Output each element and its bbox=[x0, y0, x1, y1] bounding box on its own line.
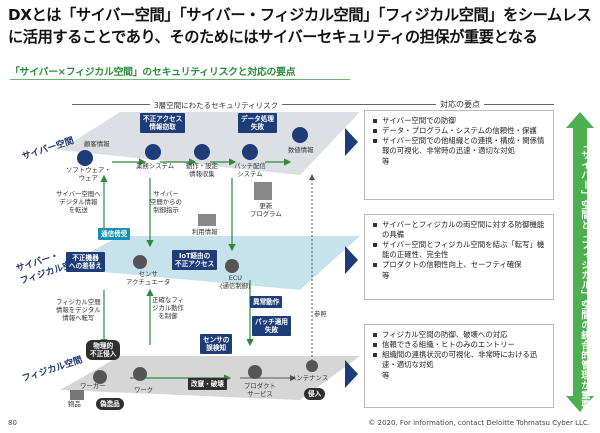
page-number: 80 bbox=[8, 419, 17, 427]
diagram-title: 3層空間にわたるセキュリティリスク bbox=[106, 100, 326, 111]
node-data-info: 数値情報 bbox=[288, 146, 314, 154]
node-work: ワーク bbox=[134, 386, 154, 394]
node-ecu: ECU (通信制御) bbox=[220, 274, 251, 290]
threat-comm-spoof: 通信傍受 bbox=[98, 228, 131, 240]
copyright: © 2020. For information, contact Deloitt… bbox=[368, 419, 590, 427]
flow-cyber-control: サイバー 空間からの 制御指示 bbox=[150, 190, 182, 214]
threat-sensor-miss: センサの 誤検知 bbox=[200, 334, 233, 354]
measures-box-cyber: サイバー空間での防御 データ・プログラム・システムの信頼性・保護 サイバー空間で… bbox=[364, 110, 554, 200]
flow-reference: 参照 bbox=[314, 310, 327, 318]
node-business-system: 業務システム bbox=[136, 162, 175, 170]
measure-item: サイバー空間での他組織との連携・構成・関係情報の可視化、非常時の迅速・適切な対処 bbox=[373, 136, 547, 156]
measure-item: プロダクトの信頼性向上、セーフティ確保 bbox=[373, 260, 547, 270]
measure-item: 信頼できる組織・ヒトのみのエントリー bbox=[373, 340, 547, 350]
threat-physical-intrusion: 物理的 不正侵入 bbox=[86, 340, 121, 360]
measure-item: フィジカル空間の防御、破壊への対応 bbox=[373, 330, 547, 340]
node-customer-info: 顧客情報 bbox=[84, 140, 110, 148]
integrated-management-arrow bbox=[566, 112, 594, 412]
threat-tamper: 改竄・破壊 bbox=[188, 378, 227, 390]
node-product-service: プロダクト サービス bbox=[244, 382, 276, 398]
measure-item: サイバーとフィジカルの両空間に対する防御機能の具備 bbox=[373, 220, 547, 240]
node-worker: ワーカー bbox=[80, 382, 106, 390]
chevron-cyber bbox=[345, 128, 358, 156]
measures-box-physical: フィジカル空間の防御、破壊への対応 信頼できる組織・ヒトのみのエントリー 組織間… bbox=[364, 324, 554, 408]
threat-abnormal: 異常動作 bbox=[250, 296, 283, 308]
node-patch-system: パッチ配信 システム bbox=[234, 162, 266, 178]
node-maintenance: メンテナンス bbox=[290, 374, 329, 382]
measures-title: 対応の要点 bbox=[368, 99, 552, 110]
node-operation-collect: 動作・設定 情報収集 bbox=[186, 162, 218, 178]
measure-item: 組織間の連携状況の可視化、非常時における迅速・適切な対処 bbox=[373, 350, 547, 370]
measures-box-cyber-physical: サイバーとフィジカルの両空間に対する防御機能の具備 サイバー空間とフィジカル空間… bbox=[364, 214, 554, 300]
threat-fraud-info: 不正機器 への差替え bbox=[66, 252, 105, 272]
measure-etc: 等 bbox=[382, 271, 390, 280]
chevron-cp bbox=[345, 246, 358, 274]
flow-cyber-to-digital: サイバー空間へ デジタル情報 を転送 bbox=[56, 190, 101, 214]
threat-unauthorized-access: 不正アクセス 情報窃取 bbox=[140, 113, 186, 133]
measure-etc: 等 bbox=[382, 371, 390, 380]
flow-accurate-control: 正確なフィ ジカル動作 を制御 bbox=[152, 296, 184, 320]
integrated-management-text: 「サイバー」空間と「フィジカル」空間の統合的管理が重要 bbox=[579, 140, 590, 410]
node-software: ソフトウェア・ ウェア bbox=[66, 166, 111, 182]
headline: DXとは「サイバー空間」「サイバー・フィジカル空間」「フィジカル空間」をシームレ… bbox=[8, 6, 592, 46]
subtitle-underline bbox=[10, 79, 350, 80]
chevron-phys bbox=[345, 360, 358, 388]
flow-physical-to-digital: フィジカル空間 情報をデジタル 情報へ転写 bbox=[56, 298, 101, 322]
node-goods: 物品 bbox=[68, 400, 81, 408]
threat-patch-fail: パッチ適用 失敗 bbox=[252, 316, 291, 336]
threat-counterfeit: 偽造品 bbox=[96, 398, 124, 410]
measure-item: データ・プログラム・システムの信頼性・保護 bbox=[373, 126, 547, 136]
threat-intrusion: 侵入 bbox=[304, 388, 326, 400]
node-sensor: センサ アクチュエータ bbox=[126, 270, 171, 286]
node-usage-info: 利用情報 bbox=[192, 228, 218, 236]
threat-data-failure: データ処理 失敗 bbox=[238, 113, 277, 133]
measure-etc: 等 bbox=[382, 157, 390, 166]
node-update-program: 更新 プログラム bbox=[250, 202, 282, 218]
measure-item: サイバー空間とフィジカル空間を結ぶ「転写」機能の正確性、完全性 bbox=[373, 240, 547, 260]
subtitle: 「サイバー×フィジカル空間」のセキュリティリスクと対応の要点 bbox=[10, 67, 296, 78]
measure-item: サイバー空間での防御 bbox=[373, 116, 547, 126]
threat-iot-access: IoT経由の 不正アクセス bbox=[172, 250, 218, 270]
